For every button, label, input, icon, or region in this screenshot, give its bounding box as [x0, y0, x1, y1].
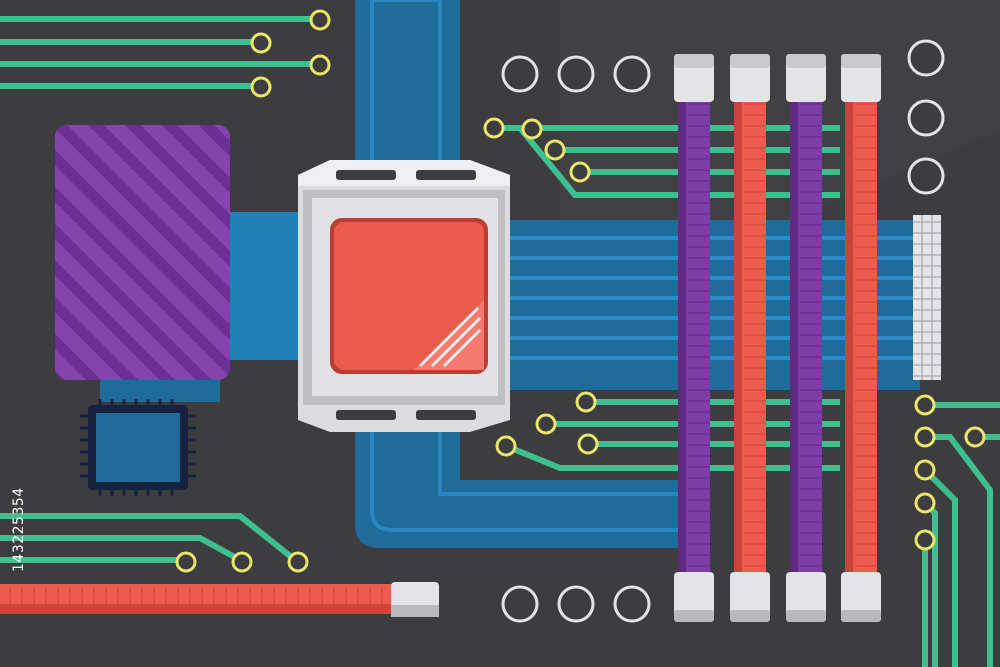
pads-bottom-left — [175, 551, 309, 573]
traces-bottom-left — [0, 513, 297, 563]
traces-top-left — [0, 16, 312, 89]
heatsink-purple — [55, 125, 230, 380]
blue-channel-inner — [370, 0, 692, 532]
pads-lower-middle — [495, 391, 599, 457]
blue-bus-left — [228, 212, 303, 360]
pads-right-edge — [914, 394, 986, 551]
pads-upper-right — [483, 117, 591, 183]
pads-top-left — [250, 9, 331, 98]
ram-slot-red — [841, 54, 881, 622]
pcie-slot-ticks — [9, 588, 383, 612]
pcie-slot-red — [0, 584, 398, 614]
ram-slot-purple — [674, 54, 714, 622]
ram-slot-red — [730, 54, 770, 622]
small-chip — [80, 399, 196, 496]
mounting-holes — [501, 39, 945, 623]
power-connector — [913, 215, 941, 380]
ram-slots — [674, 54, 881, 622]
ram-slot-purple — [786, 54, 826, 622]
cpu-chip — [330, 218, 488, 374]
stock-id-text: 143225354 — [11, 487, 27, 573]
